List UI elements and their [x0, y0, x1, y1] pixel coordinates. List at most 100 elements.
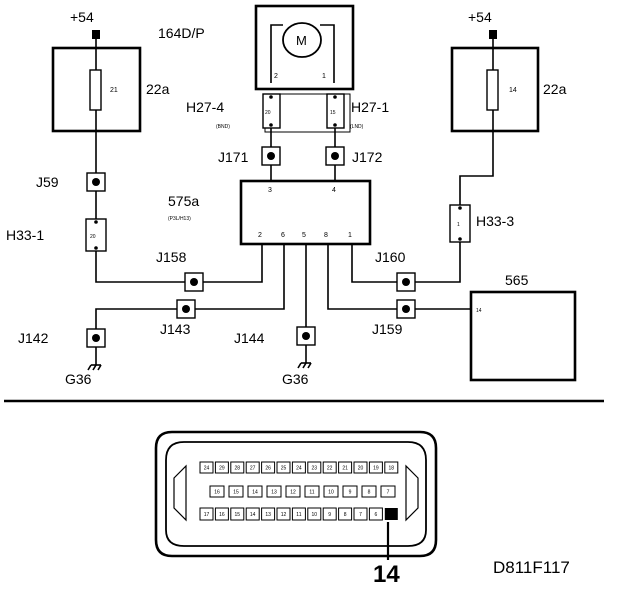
module-pin-1: 1	[348, 232, 352, 239]
fuse-left-element	[89, 69, 102, 111]
connector-pin-label: 13	[271, 490, 277, 496]
connector-pin-highlighted	[384, 508, 398, 520]
connector-pin	[261, 507, 276, 521]
connector-pin-label: 15	[235, 512, 241, 518]
module-pin-3: 3	[268, 187, 272, 194]
connector-pin-label: 11	[296, 512, 301, 518]
connector-pin	[245, 461, 260, 474]
junction-j172: J172	[325, 146, 383, 181]
motor-label: 164D/P	[158, 25, 205, 41]
right-supply-label: +54	[468, 9, 492, 25]
connector-pin-label: 12	[290, 490, 296, 496]
h33-1-label: H33-1	[6, 227, 44, 243]
junction-j171: J171	[218, 146, 281, 181]
connector-pin-label: 21	[342, 466, 348, 472]
connector-pin	[322, 461, 337, 474]
left-supply-terminal	[92, 30, 100, 39]
connector-callout-number: 14	[373, 561, 400, 588]
connector-pin	[285, 485, 301, 498]
connector-pin-label: 10	[312, 512, 318, 518]
connector-pin-label: 20	[358, 466, 364, 472]
connector-pin	[353, 461, 368, 474]
connector-pin-label: 28	[235, 466, 241, 472]
connector-pin	[307, 507, 322, 521]
connector-pin-label: 10	[328, 490, 334, 496]
module-label: 575a	[168, 193, 199, 209]
connector-pin-label: 9	[349, 490, 352, 496]
unit-565-pin: 14	[476, 308, 482, 314]
motor-symbol: M	[296, 33, 307, 48]
connector-pin-label: 27	[250, 466, 256, 472]
connector-pin	[214, 461, 229, 474]
unit-565-box	[469, 290, 577, 382]
left-supply-group: +54 22a 21	[51, 9, 170, 175]
connector-pin	[261, 461, 276, 474]
module-box	[239, 179, 372, 246]
module-sub: (P3L/H13)	[168, 216, 191, 222]
module-pin-8: 8	[324, 232, 328, 239]
ground-left-label: G36	[65, 371, 92, 387]
junction-j144: J144 G36	[234, 326, 316, 387]
connector-pin	[230, 507, 245, 521]
connector-pin	[266, 485, 282, 498]
connector-pin-label: 24	[296, 466, 302, 472]
connector-pin-label: 24	[204, 466, 210, 472]
h27-1-sub: (LND)	[350, 124, 364, 130]
connector-pin-label: 18	[389, 466, 395, 472]
motor-group: 164D/P M 2 1	[158, 4, 355, 91]
connector-pin	[307, 461, 322, 474]
connector-pin-label: 12	[281, 512, 287, 518]
connector-pin-label: 14	[252, 490, 258, 496]
module-575a: 575a (P3L/H13) 3 4 2 6 5 8 1	[168, 179, 372, 246]
connector-pin-label: 22	[327, 466, 333, 472]
junction-j160: J160	[375, 249, 416, 292]
connector-pin-label: 9	[328, 512, 331, 518]
junction-j158: J158	[156, 249, 204, 292]
j142-label: J142	[18, 330, 49, 346]
right-supply-terminal	[489, 30, 497, 39]
fuse-22a-right-label: 22a	[543, 81, 567, 97]
connector-pin-label: 11	[309, 490, 314, 496]
connector-pin	[199, 507, 214, 521]
j172-label: J172	[352, 149, 383, 165]
connector-pin	[228, 485, 244, 498]
h27-4-label: H27-4	[186, 99, 224, 115]
j158-label: J158	[156, 249, 187, 265]
connector-pin	[384, 461, 399, 474]
connector-pin	[209, 485, 225, 498]
connector-pin-label: 7	[387, 490, 390, 496]
connector-pin	[214, 507, 229, 521]
connector-pin-label: 23	[312, 466, 318, 472]
module-pin-2: 2	[258, 232, 262, 239]
h33-3-label: H33-3	[476, 213, 514, 229]
h27-4-pin: 20	[265, 110, 271, 116]
connector-pin	[304, 485, 320, 498]
unit-565: 565 14	[469, 272, 577, 382]
module-pin-5: 5	[302, 232, 306, 239]
motor-connectors: 20 15 H27-4 (BND) H27-1 (LND)	[186, 93, 389, 147]
module-pin-6: 6	[281, 232, 285, 239]
motor-pin-right: 1	[322, 73, 326, 80]
right-supply-group: +54 22a 14	[450, 9, 567, 205]
connector-pin	[276, 507, 291, 521]
h33-1-pin: 20	[90, 234, 96, 240]
connector-pin	[338, 461, 353, 474]
motor-pin-left: 2	[274, 73, 278, 80]
junction-j143: J143	[95, 299, 196, 337]
connector-pin-label: 17	[204, 512, 210, 518]
fuse-22a-left-label: 22a	[146, 81, 170, 97]
connector-pin-label: 16	[214, 490, 220, 496]
j143-label: J143	[160, 321, 191, 337]
fuse-right-element	[486, 69, 499, 111]
connector-pin	[245, 507, 260, 521]
junction-j159: J159	[372, 299, 416, 337]
connector-pin-label: 13	[265, 512, 271, 518]
connector-pin	[291, 461, 306, 474]
h27-1-pin: 15	[330, 110, 336, 116]
unit-565-label: 565	[505, 272, 529, 288]
connector-pin	[230, 461, 245, 474]
module-pin-4: 4	[332, 187, 336, 194]
